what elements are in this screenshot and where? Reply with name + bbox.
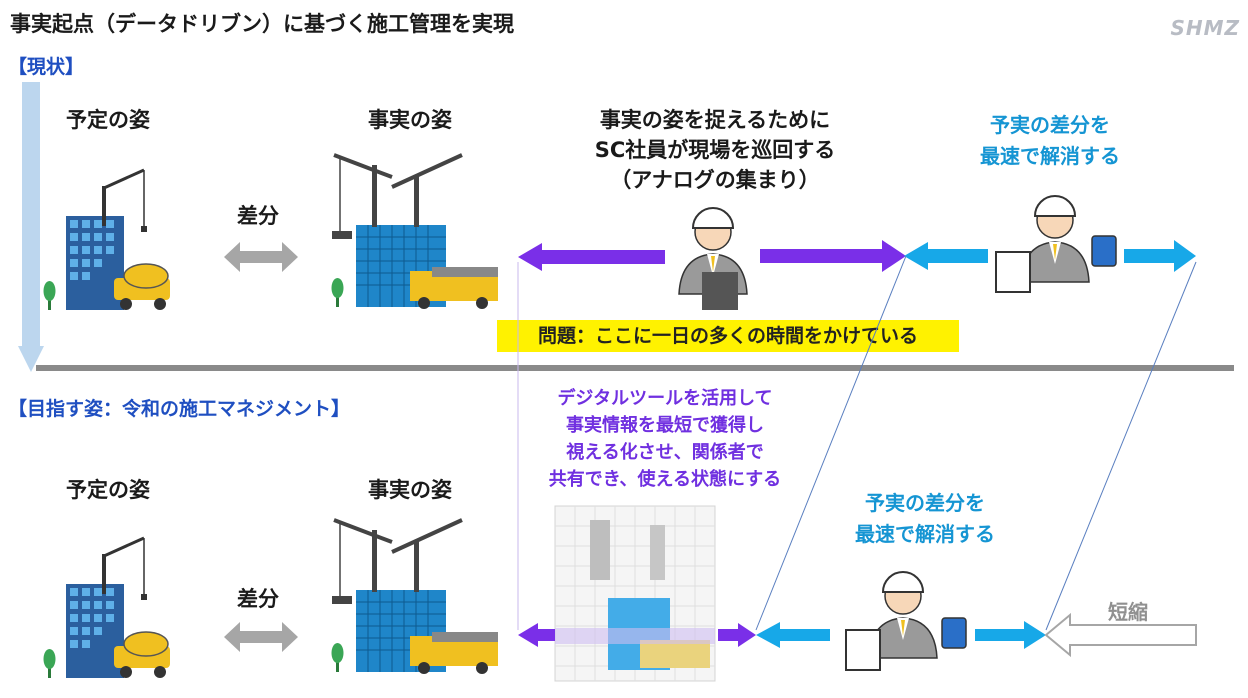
patrol-line-2: SC社員が現場を巡回する: [594, 138, 836, 162]
target-actual-label: 事実の姿: [368, 478, 452, 502]
current-actual-label: 事実の姿: [368, 108, 452, 132]
shorten-label: 短縮: [1108, 600, 1148, 624]
target-digital-text: デジタルツールを活用して 事実情報を最短で獲得し 視える化させ、関係者で 共有で…: [520, 385, 810, 493]
target-diff-label: 差分: [237, 587, 279, 611]
timeline-bar: [22, 82, 40, 350]
target-resolve-line-2: 最速で解消する: [855, 522, 995, 546]
patrol-line-1: 事実の姿を捉えるために: [599, 108, 831, 132]
section-target-heading: 【目指す姿：令和の施工マネジメント】: [8, 398, 351, 420]
current-diff-label: 差分: [237, 204, 279, 228]
digital-line-1: デジタルツールを活用して: [557, 388, 773, 409]
target-resolve-text: 予実の差分を 最速で解消する: [820, 488, 1030, 550]
page-title: 事実起点（データドリブン）に基づく施工管理を実現: [10, 12, 514, 36]
company-logo: SHMZ: [1170, 16, 1240, 40]
resolve-line-1: 予実の差分を: [990, 113, 1110, 137]
digital-line-4: 共有でき、使える状態にする: [548, 469, 782, 490]
problem-highlight: 問題：ここに一日の多くの時間をかけている: [497, 320, 959, 352]
digital-line-3: 視える化させ、関係者で: [566, 442, 764, 463]
current-planned-label: 予定の姿: [66, 108, 150, 132]
section-divider: [36, 365, 1234, 371]
current-resolve-text: 予実の差分を 最速で解消する: [945, 110, 1155, 172]
target-planned-label: 予定の姿: [66, 478, 150, 502]
section-current-heading: 【現状】: [8, 56, 85, 78]
current-patrol-text: 事実の姿を捉えるために SC社員が現場を巡回する （アナログの集まり）: [560, 105, 870, 195]
patrol-line-3: （アナログの集まり）: [610, 168, 820, 192]
resolve-line-2: 最速で解消する: [980, 144, 1120, 168]
target-resolve-line-1: 予実の差分を: [865, 491, 985, 515]
digital-line-2: 事実情報を最短で獲得し: [566, 415, 764, 436]
